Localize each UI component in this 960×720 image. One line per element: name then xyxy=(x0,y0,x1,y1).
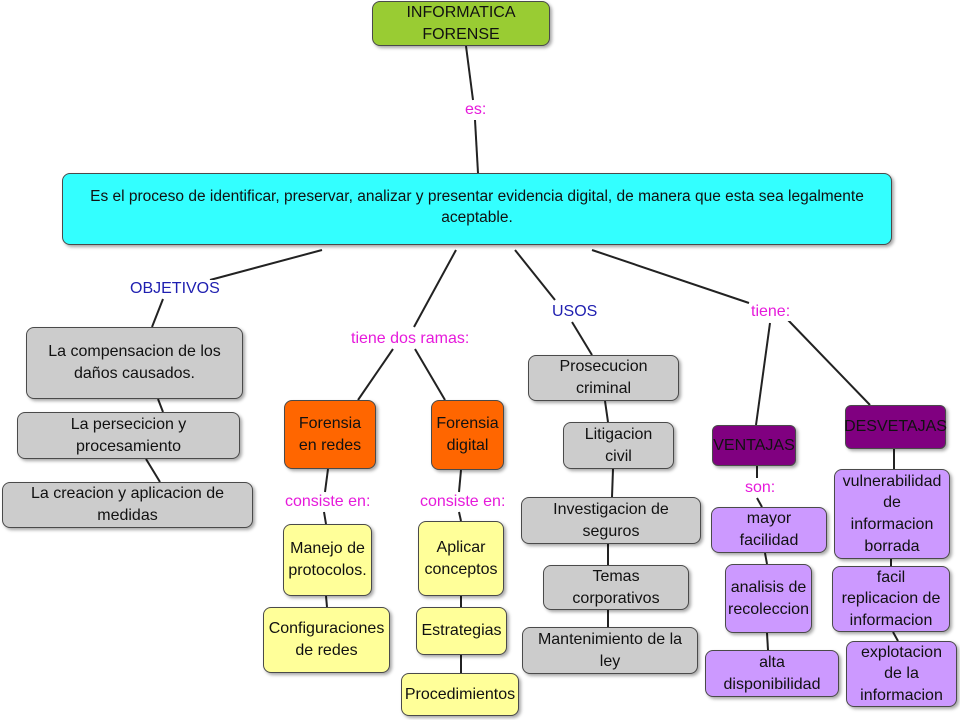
edge-item2-item3 xyxy=(145,458,161,483)
edge-litigacion-investigacion xyxy=(611,468,614,498)
edge-objetivos-item1 xyxy=(151,298,164,328)
objetivo-text: La creacion y aplicacion de medidas xyxy=(30,485,224,524)
edge-analisis-disponibilidad xyxy=(766,632,769,651)
link-label-tiene: tiene: xyxy=(749,303,793,321)
ventaja-item: alta disponibilidad xyxy=(705,650,839,697)
rama-digital-text: Forensia digital xyxy=(436,415,499,454)
edge-root-es xyxy=(465,45,474,101)
edge-tiene-desventajas xyxy=(787,319,871,406)
uso-text: Investigacion de seguros xyxy=(553,500,669,540)
ventaja-item: analisis de recoleccion xyxy=(725,564,812,633)
redes-item-text: Manejo de protocolos. xyxy=(288,540,367,579)
rama-digital-node: Forensia digital xyxy=(431,400,504,470)
link-label-son: son: xyxy=(743,479,778,497)
desventaja-text: explotacion de la informacion xyxy=(860,643,943,704)
edge-consiste-manejo xyxy=(323,511,327,525)
desventajas-node: DESVETAJAS xyxy=(844,405,947,449)
desventaja-item: facil replicacion de informacion xyxy=(832,566,950,632)
objetivo-item: La persecicion y procesamiento xyxy=(17,412,240,459)
uso-item: Temas corporativos xyxy=(543,565,689,610)
edge-prosecucion-litigacion xyxy=(604,400,609,423)
edge-definition-ramas xyxy=(413,249,457,328)
root-node: INFORMATICA FORENSE xyxy=(372,1,550,46)
definition-text: Es el proceso de identificar, preservar,… xyxy=(90,188,864,226)
ventajas-title: VENTAJAS xyxy=(713,436,795,454)
desventaja-text: facil replicacion de informacion xyxy=(841,568,941,629)
ventaja-item: mayor facilidad xyxy=(711,507,827,553)
root-text: INFORMATICA FORENSE xyxy=(406,3,516,43)
objetivo-text: La compensacion de los daños causados. xyxy=(48,343,221,382)
uso-text: Temas corporativos xyxy=(572,567,660,607)
ventajas-node: VENTAJAS xyxy=(712,425,796,466)
desventaja-text: vulnerabilidad de informacion borrada xyxy=(842,472,942,555)
objetivo-text: La persecicion y procesamiento xyxy=(70,415,187,455)
digital-item-text: Procedimientos xyxy=(404,685,516,703)
uso-item: Mantenimiento de la ley xyxy=(522,627,698,674)
objetivo-item: La creacion y aplicacion de medidas xyxy=(2,482,253,528)
uso-item: Litigacion civil xyxy=(563,422,674,469)
rama-redes-node: Forensia en redes xyxy=(284,400,376,469)
edge-digital-consiste xyxy=(458,469,462,493)
ventaja-text: mayor facilidad xyxy=(739,510,799,549)
desventaja-item: explotacion de la informacion xyxy=(846,641,957,707)
edge-es-definition xyxy=(474,119,479,174)
edge-definition-objetivos xyxy=(209,249,323,281)
edge-consiste-aplicar xyxy=(458,511,462,522)
digital-item: Aplicar conceptos xyxy=(418,521,504,596)
digital-item-text: Aplicar conceptos xyxy=(424,538,498,578)
edge-facilidad-analisis xyxy=(764,552,768,565)
desventajas-title: DESVETAJAS xyxy=(844,418,947,436)
edge-ramas-digital xyxy=(414,348,446,401)
definition-node: Es el proceso de identificar, preservar,… xyxy=(62,173,892,245)
link-label-es: es: xyxy=(463,101,489,119)
uso-text: Prosecucion criminal xyxy=(559,358,648,397)
edge-tiene-ventajas xyxy=(755,322,771,426)
edge-definition-usos xyxy=(514,249,556,301)
edge-definition-tiene xyxy=(591,249,750,304)
edge-replicacion-explotacion xyxy=(892,631,899,642)
link-label-objetivos: OBJETIVOS xyxy=(128,280,222,298)
digital-item: Procedimientos xyxy=(401,673,519,716)
edge-redes-consiste xyxy=(324,468,329,493)
uso-text: Mantenimiento de la ley xyxy=(537,630,683,670)
desventaja-item: vulnerabilidad de informacion borrada xyxy=(834,469,950,559)
digital-item-text: Estrategias xyxy=(421,622,502,640)
uso-item: Prosecucion criminal xyxy=(528,355,679,401)
link-label-usos: USOS xyxy=(550,303,600,321)
objetivo-item: La compensacion de los daños causados. xyxy=(26,327,243,399)
edge-usos-prosecucion xyxy=(571,321,593,356)
link-label-consiste-redes: consiste en: xyxy=(283,493,373,511)
ventaja-text: analisis de recoleccion xyxy=(728,578,809,618)
redes-item: Configuraciones de redes xyxy=(263,607,390,673)
uso-text: Litigacion civil xyxy=(584,425,653,465)
digital-item: Estrategias xyxy=(416,607,507,655)
edge-son-facilidad xyxy=(756,497,763,508)
uso-item: Investigacion de seguros xyxy=(521,497,701,544)
rama-redes-text: Forensia en redes xyxy=(298,414,362,454)
link-label-consiste-digital: consiste en: xyxy=(418,493,508,511)
link-label-tiene-dos-ramas: tiene dos ramas: xyxy=(349,330,472,348)
edge-ramas-redes xyxy=(357,348,394,401)
ventaja-text: alta disponibilidad xyxy=(723,653,821,693)
redes-item-text: Configuraciones de redes xyxy=(268,620,385,659)
edge-item1-item2 xyxy=(157,398,164,413)
redes-item: Manejo de protocolos. xyxy=(283,524,372,596)
edge-manejo-configuraciones xyxy=(325,595,328,608)
